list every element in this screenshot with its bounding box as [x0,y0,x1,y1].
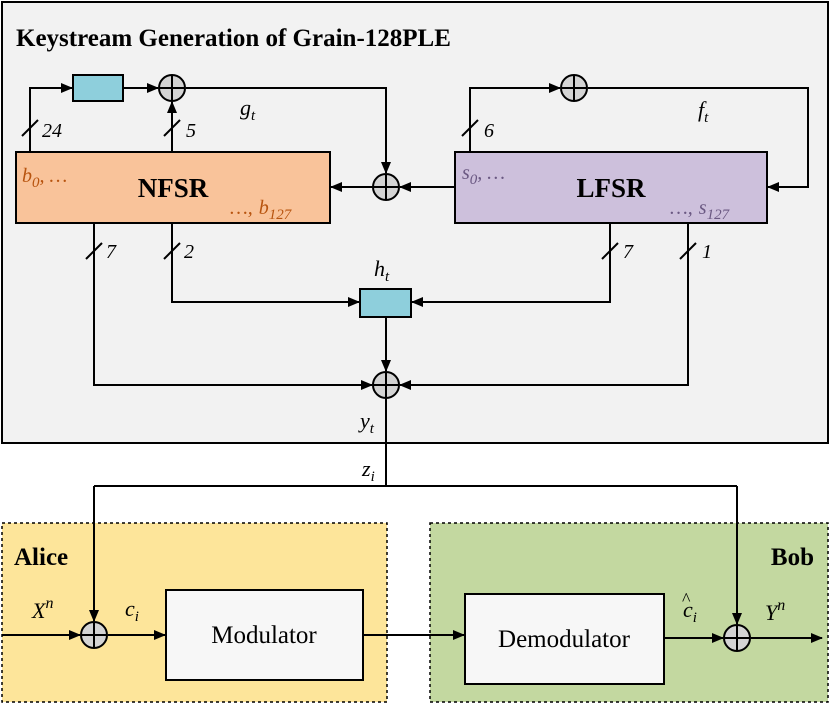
lfsr-first-bit: s0, … [462,162,505,188]
xor-bob-icon [723,624,751,652]
alice-label: Alice [14,544,68,571]
z-label: zi [361,456,375,485]
nfsr-first-bit: b0, … [22,165,67,191]
xor-f-icon [560,74,588,102]
bus-width-6: 6 [484,120,494,142]
bus-slash-2 [163,242,181,260]
demodulator-box [464,593,665,685]
xor-y-icon [372,371,400,399]
bus-width-24: 24 [42,120,62,142]
g-label: gt [240,95,256,124]
modulator-label: Modulator [211,622,317,649]
bus-width-2: 2 [184,241,194,263]
xor-center-icon [372,173,400,201]
lfsr-out-bus [399,223,689,390]
bus-slash-5 [163,119,181,137]
chat-hat-accent: ^ [682,589,691,609]
nfsr-last-bit: …,b127 [230,197,293,223]
xor-g-icon [158,74,186,102]
y-output-label: Yn [765,597,785,625]
bus-width-7-nfsr: 7 [106,241,117,263]
lfsr-last-bit: …,s127 [670,197,731,223]
nfsr-to-h-bus [171,223,360,307]
bus-width-5: 5 [186,120,196,142]
nfsr-register [15,151,331,224]
f-feedback-wire [588,87,809,192]
h-label: ht [374,256,390,285]
bus-width-1: 1 [702,241,712,263]
panel-title: Keystream Generation of Grain-128PLE [16,25,451,52]
bus-width-7-lfsr: 7 [623,241,634,263]
g-to-xor-wire [186,87,391,174]
lfsr-feedback-bus [469,83,561,152]
nfsr-label: NFSR [138,173,209,203]
x-label: Xn [31,595,53,623]
lfsr-label: LFSR [576,173,646,203]
bus-slash-6 [461,119,479,137]
bus-slash-1 [679,242,697,260]
y-label: yt [358,408,375,437]
demodulator-label: Demodulator [498,626,631,653]
c-label: ci [125,596,139,625]
bus-slash-24 [21,119,39,137]
nfsr-out-bus [93,223,373,390]
f-label: ft [698,97,709,126]
h-function-box [359,288,412,318]
bob-label: Bob [771,544,814,571]
lfsr-to-h-bus [411,223,611,307]
bus-slash-7-lfsr [601,242,619,260]
xor-alice-icon [80,621,108,649]
chat-label: ci [683,597,697,626]
nfsr-nonlinear-box [72,74,124,102]
nfsr-feedback-bus [29,83,73,152]
bus-slash-7-nfsr [85,242,103,260]
